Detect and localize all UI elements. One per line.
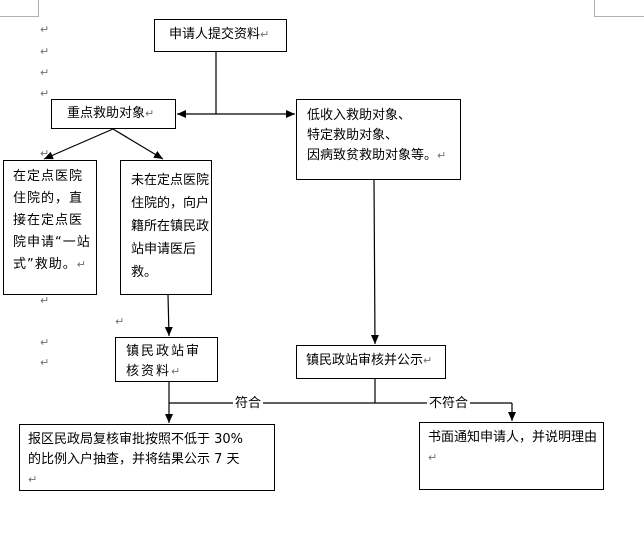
paragraph-mark: ↵ [428,451,438,464]
paragraph-mark: ↵ [437,149,447,162]
margin-paragraph-mark: ↵ [40,23,50,36]
page-corner-mark-right [594,0,644,17]
node-label: 书面通知申请人，并说明理由 [428,430,598,445]
paragraph-mark: ↵ [171,365,183,378]
edge-label-qualified: 符合 [233,396,264,412]
node-district-review: 报区民政局复核审批按照不低于 30% 的比例入户抽查，并将结果公示 7 天 ↵ [19,424,275,491]
node-label: 申请人提交资料 [169,27,261,42]
paragraph-mark: ↵ [28,473,38,486]
node-label: 报区民政局复核审批按照不低于 30% 的比例入户抽查，并将结果公示 7 天 [28,432,244,467]
margin-paragraph-mark: ↵ [40,45,50,58]
margin-paragraph-mark: ↵ [40,356,50,369]
node-town-publicize: 镇民政站审核并公示↵ [296,345,446,379]
margin-paragraph-mark: ↵ [40,336,50,349]
edge-to-non-designated [112,128,164,160]
margin-paragraph-mark: ↵ [40,147,50,160]
node-label: 在定点医院住院的，直接在定点医院申请“一站式”救助。 [13,169,91,272]
node-label: 镇民政站审核资料 [126,344,202,379]
margin-paragraph-mark: ↵ [115,315,125,328]
node-label: 镇民政站审核并公示 [306,353,424,368]
paragraph-mark: ↵ [260,28,270,41]
node-town-review: 镇民政站审核资料↵ [115,337,218,382]
node-label: 低收入救助对象、 特定救助对象、 因病致贫救助对象等。 [307,108,438,163]
paragraph-mark: ↵ [423,354,433,367]
node-label: 重点救助对象 [67,106,146,121]
edge-to-town-publicize [370,178,379,345]
node-label: 未在定点医院住院的，向户籍所在镇民政站申请医后救。 [131,173,210,280]
margin-paragraph-mark: ↵ [40,87,50,100]
margin-paragraph-mark: ↵ [40,66,50,79]
node-designated-hospital: 在定点医院住院的，直接在定点医院申请“一站式”救助。↵ [3,160,97,295]
page-corner-mark-left [0,0,39,17]
node-non-designated-hospital: 未在定点医院住院的，向户籍所在镇民政站申请医后救。 [120,160,212,295]
margin-paragraph-mark: ↵ [40,294,50,307]
edge-label-unqualified: 不符合 [427,396,471,412]
edge-to-town-review [164,294,173,337]
node-submit-materials: 申请人提交资料↵ [154,19,287,52]
node-notify-applicant: 书面通知申请人，并说明理由 ↵ [419,422,604,490]
edge-to-designated [43,128,114,160]
paragraph-mark: ↵ [145,107,155,120]
node-low-income-targets: 低收入救助对象、 特定救助对象、 因病致贫救助对象等。↵ [296,99,461,180]
node-key-targets: 重点救助对象↵ [51,99,176,129]
paragraph-mark: ↵ [76,258,87,271]
